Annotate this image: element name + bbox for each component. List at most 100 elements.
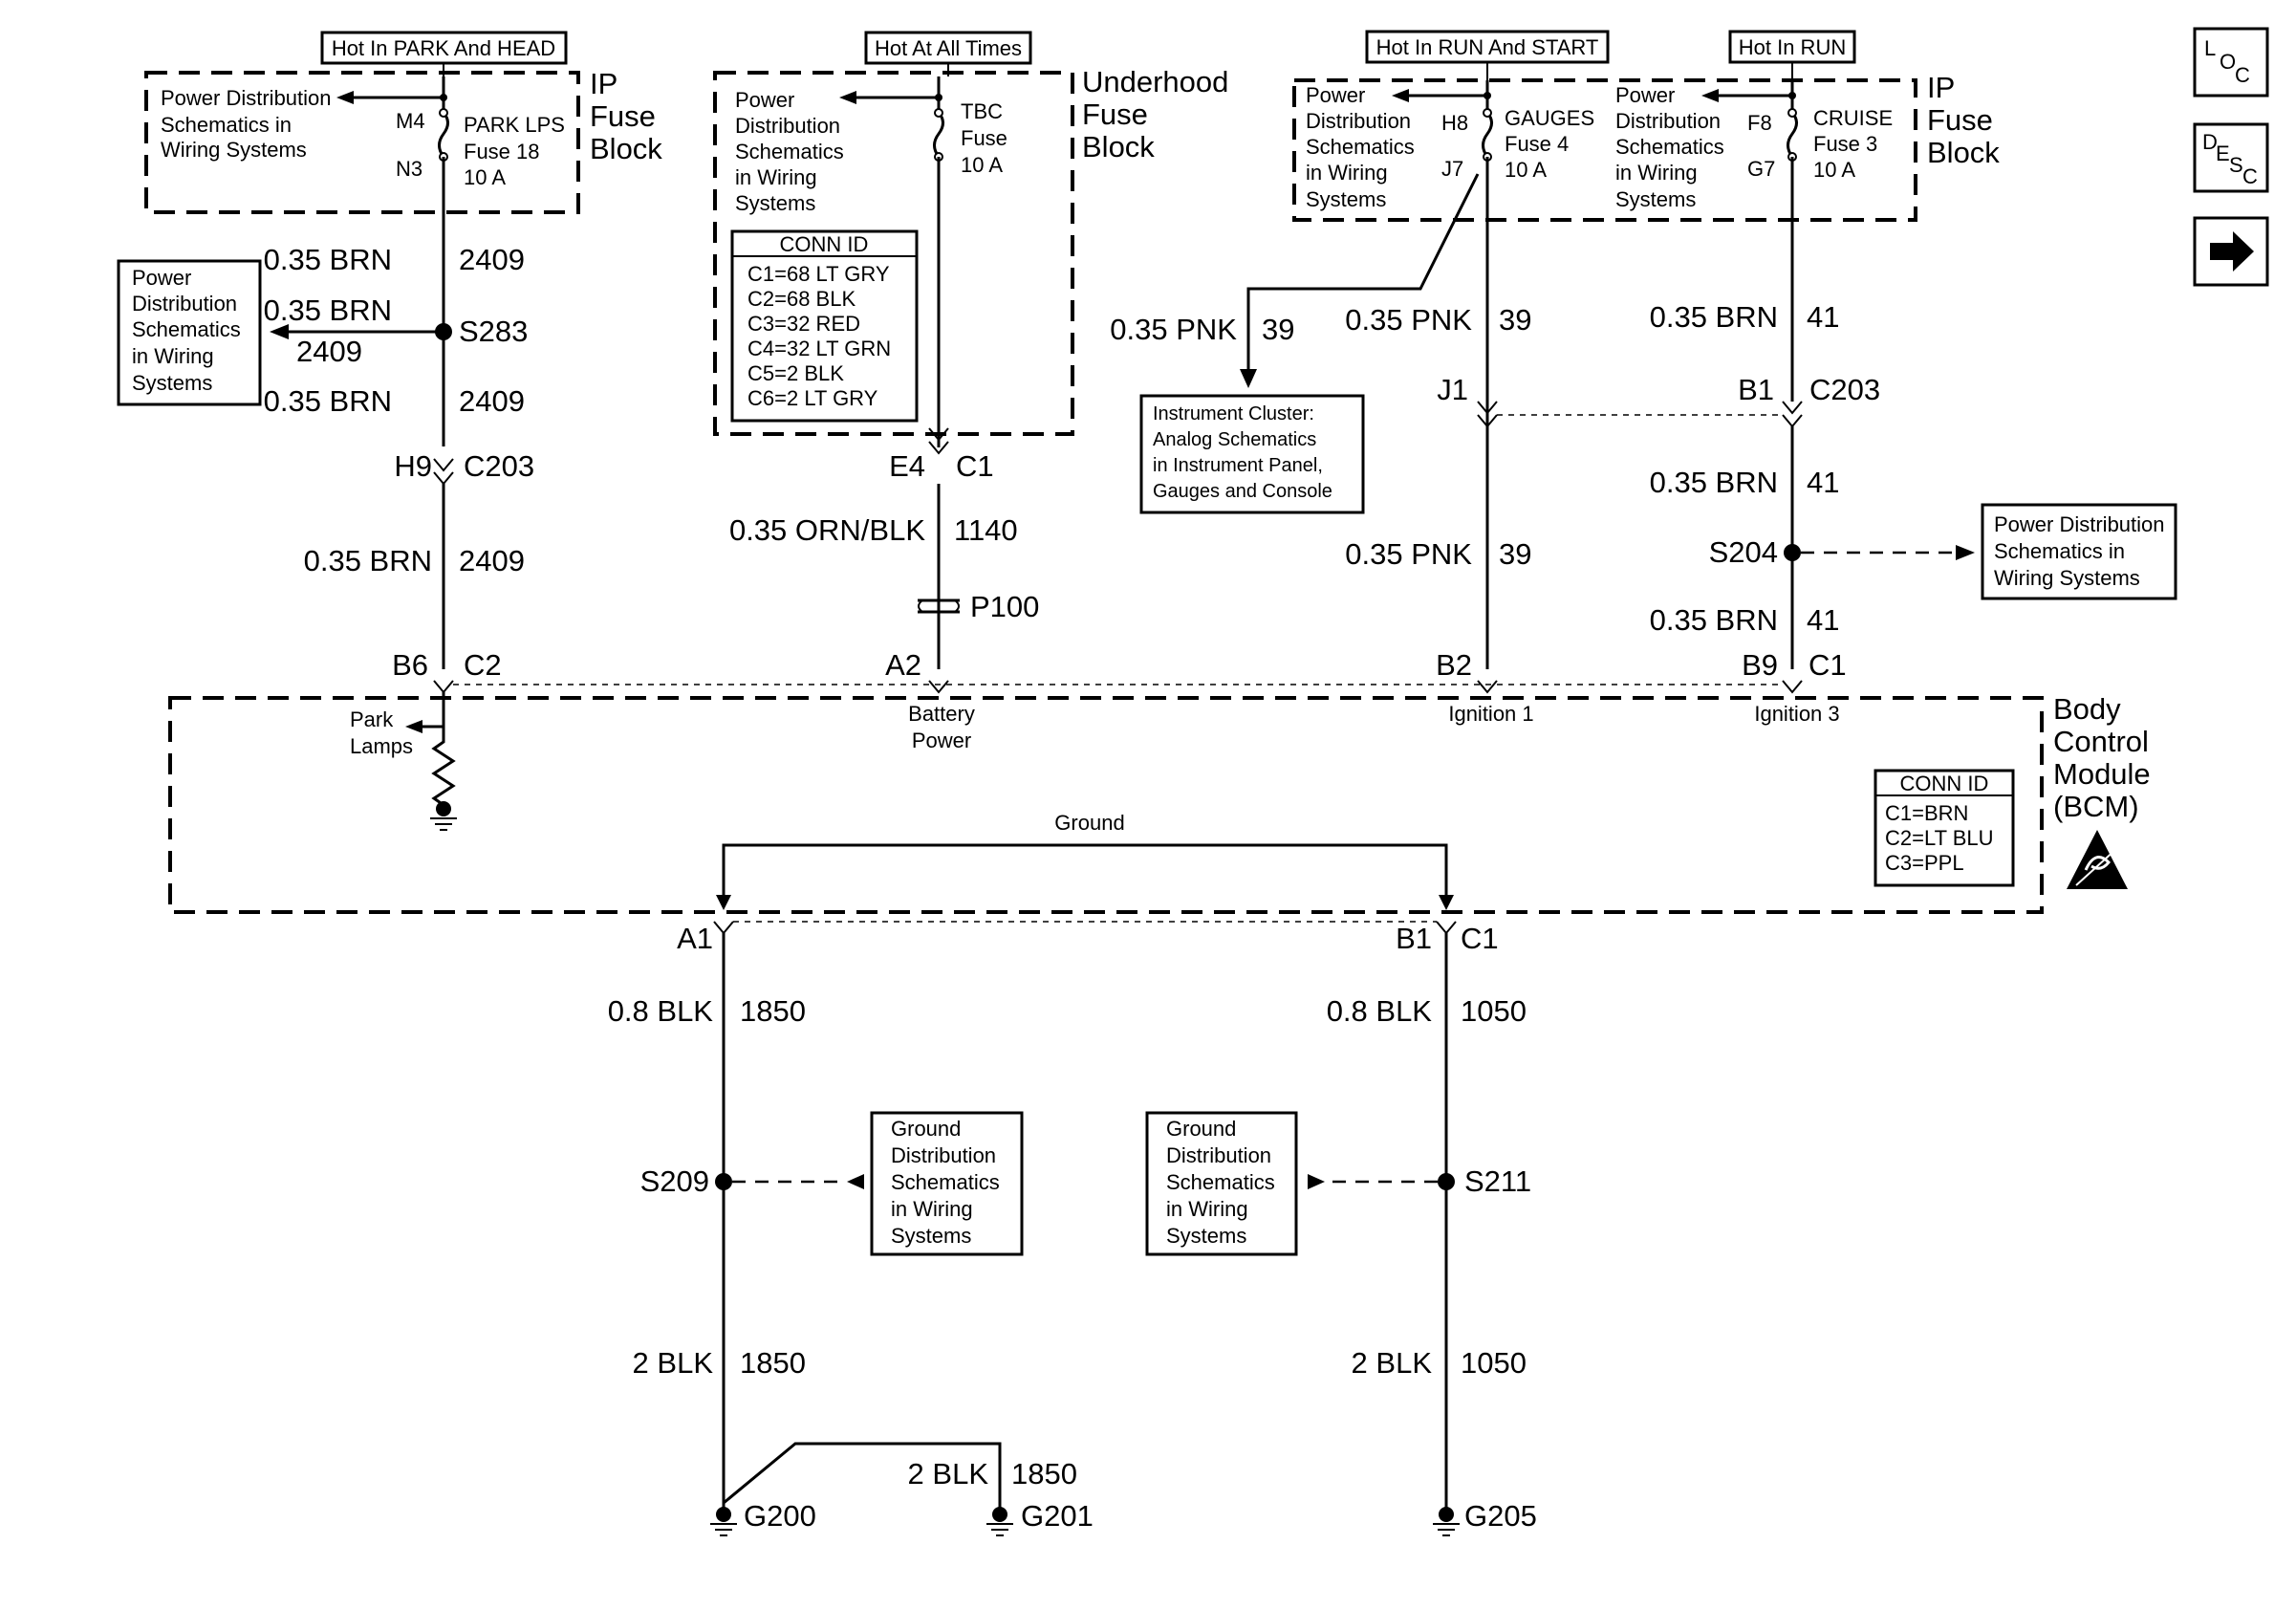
pd-note-cruise-line2: Distribution [1615,109,1721,133]
fuse-tbc-symbol [933,111,944,158]
pd-box-s204-line2: Schematics in [1994,539,2125,563]
wire-pnk-1-circuit: 39 [1499,303,1531,337]
ground-g205-label: G205 [1464,1499,1537,1533]
conn-id-bcm-table: CONN ID C1=BRN C2=LT BLU C3=PPL [1874,769,2015,887]
gd-box-s211: Ground Distribution Schematics in Wiring… [1145,1111,1298,1256]
ground-g200-label: G200 [744,1499,816,1533]
gd-box-s209: Ground Distribution Schematics in Wiring… [870,1111,1024,1256]
fuse-cruise-name: CRUISE [1813,106,1893,130]
pd-box-s204: Power Distribution Schematics in Wiring … [1981,503,2177,600]
conn-id-fuse-title: CONN ID [780,232,869,256]
pd-note-park-line2: Schematics in [161,113,292,137]
wire-brn41-1-circuit: 41 [1807,300,1839,334]
gd-box-s209-line3: Schematics [891,1170,1000,1194]
splice-s209-label: S209 [640,1164,709,1198]
underhood-fuse-block-label-3: Block [1082,130,1155,163]
ip-fuse-block-left-label-3: Block [590,132,662,165]
wire-park-1-gauge: 0.35 BRN [264,243,392,276]
conn-id-fuse-row-5: C5=2 BLK [747,361,844,385]
bcm-ground-label: Ground [1054,811,1124,835]
fuse-tbc-rating: 10 A [961,153,1003,177]
wire-gnd-b1-circuit: 1050 [1461,994,1527,1028]
ip-fuse-block-left-label: IP [590,67,617,100]
wire-park-1-circuit: 2409 [459,243,525,276]
connector-c1-top-label: C1 [956,449,994,483]
pd-box-s283-line2: Distribution [132,292,237,315]
desc-letter-s: S [2229,153,2243,177]
splice-s211-label: S211 [1464,1164,1531,1198]
wire-park-3-circuit: 2409 [459,384,525,418]
fuse-gauges-rating: 10 A [1505,158,1547,182]
pd-box-s204-line1: Power Distribution [1994,512,2165,536]
wire-brn41-2-gauge: 0.35 BRN [1650,466,1778,499]
loc-letter-c: C [2235,63,2250,87]
ip-fuse-block-right-label-3: Block [1927,136,2000,169]
desc-letter-c: C [2242,164,2258,188]
fuse-cruise-out-pin: G7 [1747,157,1775,181]
ip-fuse-block-right-label: IP [1927,71,1955,104]
wire-gnd-b1-gauge: 0.8 BLK [1327,994,1433,1028]
wire-park-3-gauge: 0.35 BRN [264,384,392,418]
wire-park-2-circuit: 2409 [296,335,362,368]
connector-c1-bcm-label: C1 [1809,648,1847,682]
wire-pnk-branch-circuit: 39 [1262,313,1294,346]
splice-s204-label: S204 [1709,535,1778,569]
bcm-title-3: Module [2053,757,2151,791]
next-page-button[interactable] [2193,216,2269,287]
connector-c203-left-label: C203 [464,449,534,483]
loc-letter-o: O [2220,50,2236,74]
pd-note-cruise: Power Distribution Schematics in Wiring … [1615,83,1724,211]
fuse-gauges-in-pin: H8 [1441,111,1468,135]
ground-g200 [710,1507,737,1536]
connector-c2-label: C2 [464,648,502,682]
gd-box-s211-line4: in Wiring [1166,1197,1248,1221]
fuse-tbc-number: Fuse [961,126,1007,150]
connector-a1-label: A1 [677,922,713,955]
fuse-park-lps-name: PARK LPS [464,113,565,137]
wire-gnd-a1-circuit: 1850 [740,994,806,1028]
pd-note-gauges-line4: in Wiring [1306,161,1388,185]
pd-box-s283-line4: in Wiring [132,344,214,368]
hot-label-park-head: Hot In PARK And HEAD [320,31,568,65]
hot-label-park-head-text: Hot In PARK And HEAD [332,36,555,60]
gd-box-s209-line4: in Wiring [891,1197,973,1221]
ip-fuse-block-left-label-2: Fuse [590,99,656,133]
ip-fuse-block-right-label-2: Fuse [1927,103,1993,137]
connector-c1-bottom [1436,921,1457,935]
wire-brn41-1-gauge: 0.35 BRN [1650,300,1778,334]
wire-pnk-2-circuit: 39 [1499,537,1531,571]
bcm-title-2: Control [2053,725,2149,758]
description-button[interactable]: D E S C [2193,122,2269,193]
instrument-cluster-line4: Gauges and Console [1153,481,1332,502]
connector-b9-label: B9 [1742,648,1778,682]
bcm-title-4: (BCM) [2053,790,2139,823]
splice-s204 [1784,544,1801,561]
conn-id-fuse-row-1: C1=68 LT GRY [747,262,890,286]
fuse-gauges-number: Fuse 4 [1505,132,1569,156]
wire-pnk-branch-gauge: 0.35 PNK [1110,313,1237,346]
pd-box-s204-line3: Wiring Systems [1994,566,2140,590]
ip-fuse-block-right [1292,78,1917,222]
fuse-gauges-symbol [1482,111,1493,158]
fuse-cruise-rating: 10 A [1813,158,1855,182]
hot-label-run-start-text: Hot In RUN And START [1376,35,1599,59]
wire-park-2-gauge: 0.35 BRN [264,294,392,327]
wire-gnd-a1-gauge: 0.8 BLK [608,994,714,1028]
pd-note-tbc-line1: Power [735,88,794,112]
connector-b1-bottom-label: B1 [1396,922,1432,955]
wire-park-4-gauge: 0.35 BRN [304,544,432,577]
wire-gnd-s211-gauge: 2 BLK [1352,1346,1433,1380]
pd-box-s283-line5: Systems [132,371,212,395]
instrument-cluster-line1: Instrument Cluster: [1153,403,1314,424]
connector-b1-top-label: B1 [1738,373,1774,406]
location-button[interactable]: L O C [2193,27,2269,98]
conn-id-fuse-row-6: C6=2 LT GRY [747,386,878,410]
connector-a1 [713,921,734,935]
wire-gnd-g201-circuit: 1850 [1011,1457,1077,1490]
wire-gnd-s209-gauge: 2 BLK [633,1346,714,1380]
fuse-gauges-name: GAUGES [1505,106,1594,130]
ground-g201-label: G201 [1021,1499,1094,1533]
underhood-fuse-block-label: Underhood [1082,65,1228,98]
wire-brn41-3-gauge: 0.35 BRN [1650,603,1778,637]
